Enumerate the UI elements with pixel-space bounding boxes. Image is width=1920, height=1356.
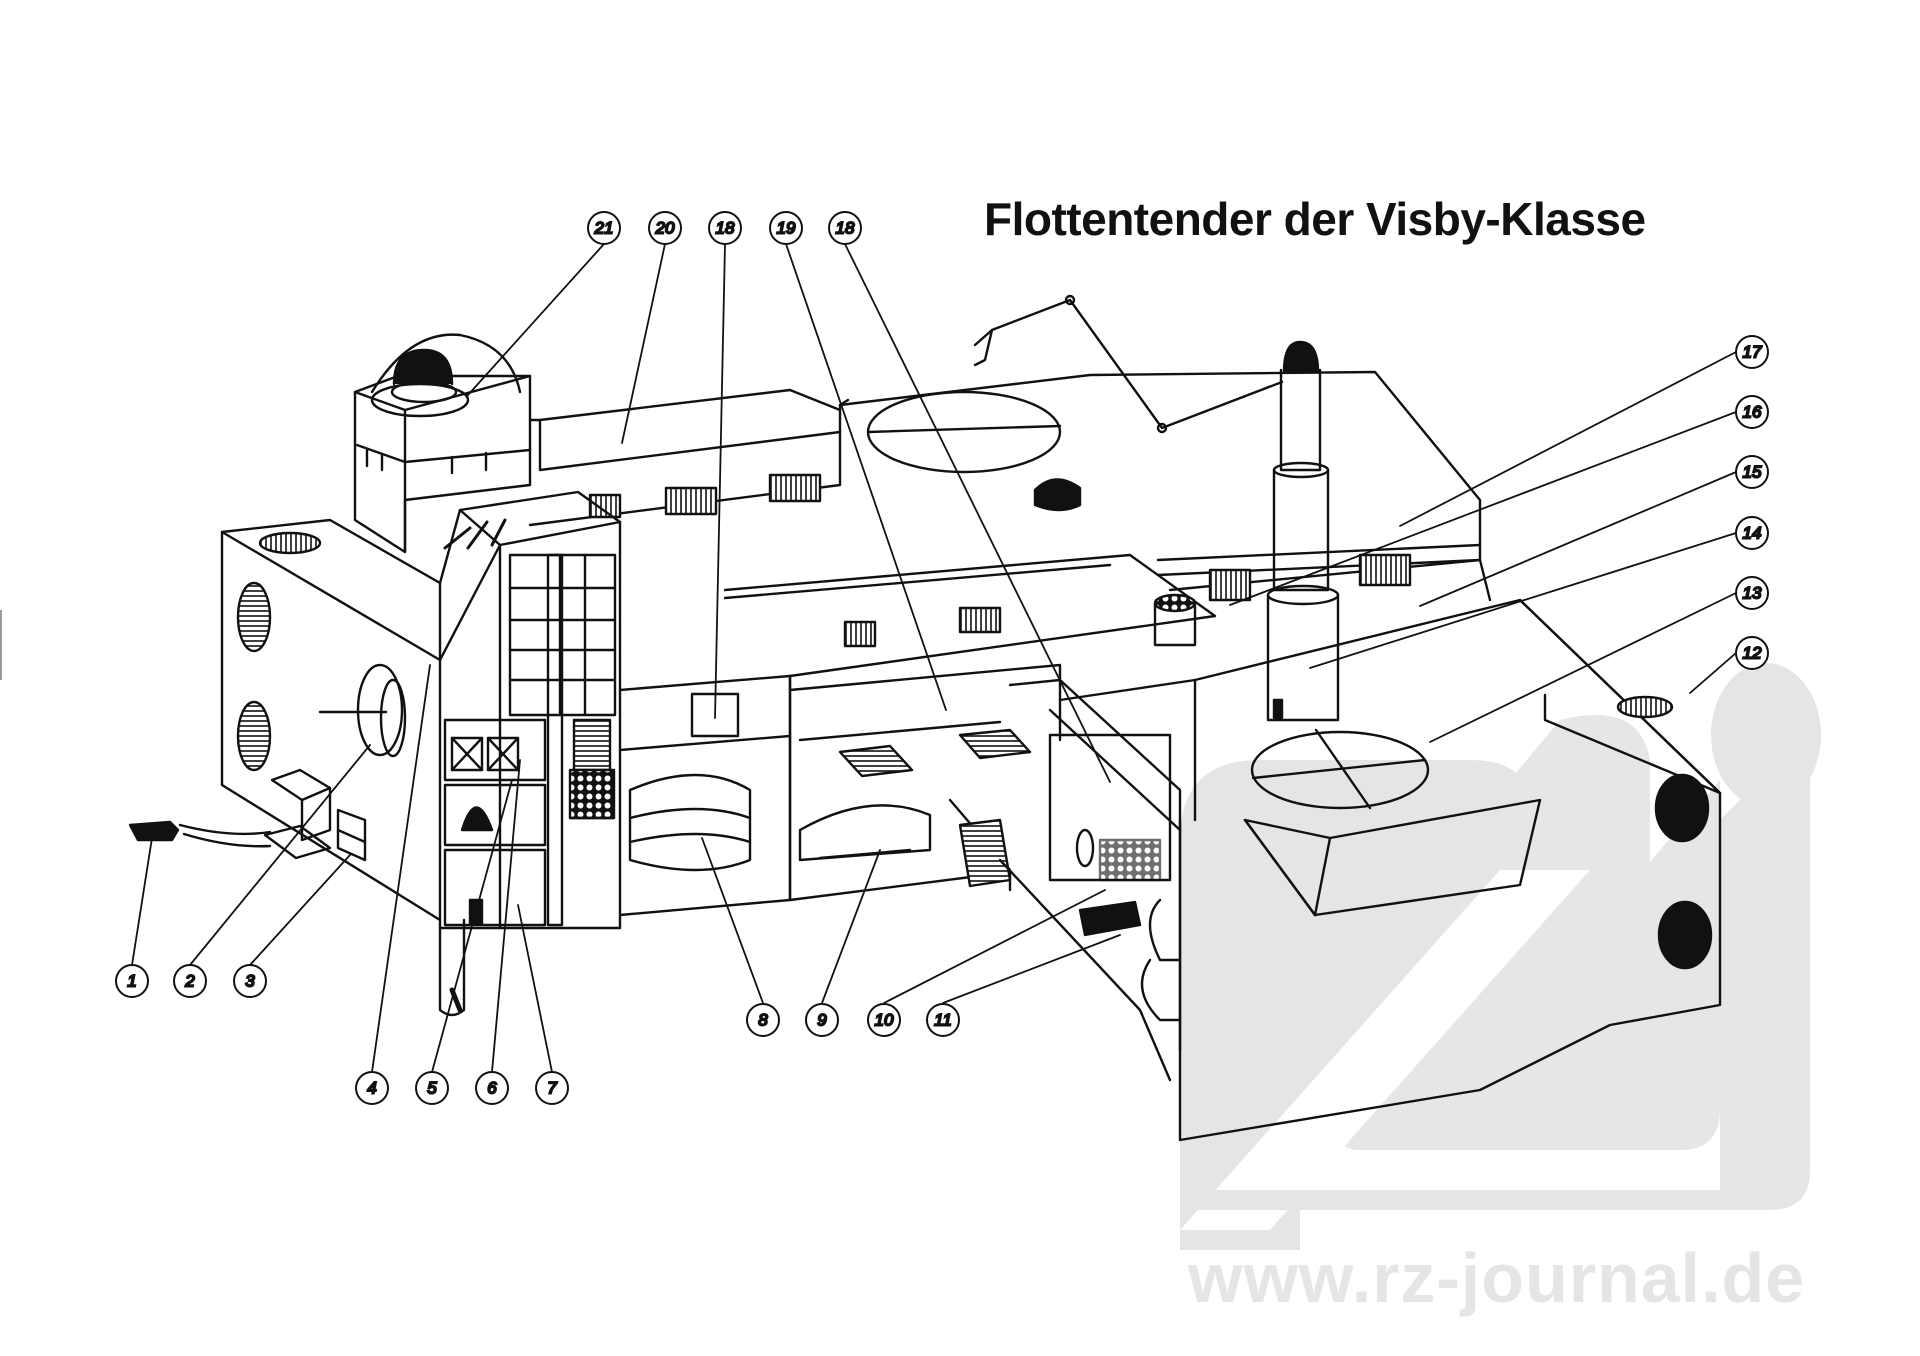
middle-section-module (618, 553, 1217, 917)
right-cutaway-module (998, 678, 1182, 1082)
callout-18-right: 18 (828, 211, 862, 245)
callout-7-label: 7 (547, 1079, 557, 1098)
callout-11: 11 (926, 1003, 960, 1037)
callout-18a-label: 18 (716, 219, 735, 238)
callout-1: 1 (115, 964, 149, 998)
cutaway-tower-module (438, 490, 622, 930)
callout-17: 17 (1735, 335, 1769, 369)
callout-3-label: 3 (245, 972, 255, 991)
right-hull-module (1058, 598, 1722, 1142)
callout-5: 5 (415, 1071, 449, 1105)
aft-deck-module (838, 294, 1492, 722)
callout-12: 12 (1735, 636, 1769, 670)
callout-7: 7 (535, 1071, 569, 1105)
callout-8-label: 8 (758, 1011, 768, 1030)
callout-5-label: 5 (427, 1079, 437, 1098)
callout-11-label: 11 (934, 1011, 952, 1030)
callout-13-label: 13 (1743, 584, 1762, 603)
callout-9-label: 9 (817, 1011, 827, 1030)
watermark-slash-shape (1180, 870, 1590, 1230)
diagram-title: Flottentender der Visby-Klasse (984, 193, 1646, 245)
watermark-stem-shape (1180, 730, 1810, 1210)
callout-6: 6 (475, 1071, 509, 1105)
callout-12-label: 12 (1743, 644, 1762, 663)
callout-16: 16 (1735, 395, 1769, 429)
scan-edge-artifact (0, 610, 2, 680)
left-hull-module (220, 518, 466, 1017)
callout-markers: 1 2 3 4 5 6 7 8 9 10 11 12 13 14 15 16 1… (115, 211, 1769, 1105)
upper-deck-module (528, 388, 850, 527)
callout-21: 21 (587, 211, 621, 245)
callout-20-label: 20 (655, 219, 675, 238)
callout-14-label: 14 (1743, 524, 1762, 543)
callout-4: 4 (355, 1071, 389, 1105)
callout-20: 20 (648, 211, 682, 245)
callout-21-label: 21 (594, 219, 614, 238)
callout-8: 8 (746, 1003, 780, 1037)
gangway (128, 820, 272, 848)
callout-19: 19 (769, 211, 803, 245)
watermark-url: www.rz-journal.de (1188, 1239, 1806, 1317)
callout-3: 3 (233, 964, 267, 998)
callout-leaders (131, 243, 1737, 1073)
callout-18-left: 18 (708, 211, 742, 245)
callout-2: 2 (173, 964, 207, 998)
callout-2-label: 2 (184, 972, 195, 991)
callout-17-label: 17 (1743, 343, 1762, 362)
callout-4-label: 4 (367, 1079, 376, 1098)
callout-10: 10 (867, 1003, 901, 1037)
callout-15: 15 (1735, 455, 1769, 489)
callout-6-label: 6 (487, 1079, 497, 1098)
callout-13: 13 (1735, 576, 1769, 610)
callout-14: 14 (1735, 516, 1769, 550)
callout-9: 9 (805, 1003, 839, 1037)
callout-10-label: 10 (875, 1011, 894, 1030)
dome-module (353, 333, 532, 554)
callout-19-label: 19 (777, 219, 796, 238)
callout-16-label: 16 (1743, 403, 1762, 422)
callout-18b-label: 18 (836, 219, 855, 238)
callout-15-label: 15 (1743, 463, 1762, 482)
callout-1-label: 1 (127, 972, 136, 991)
